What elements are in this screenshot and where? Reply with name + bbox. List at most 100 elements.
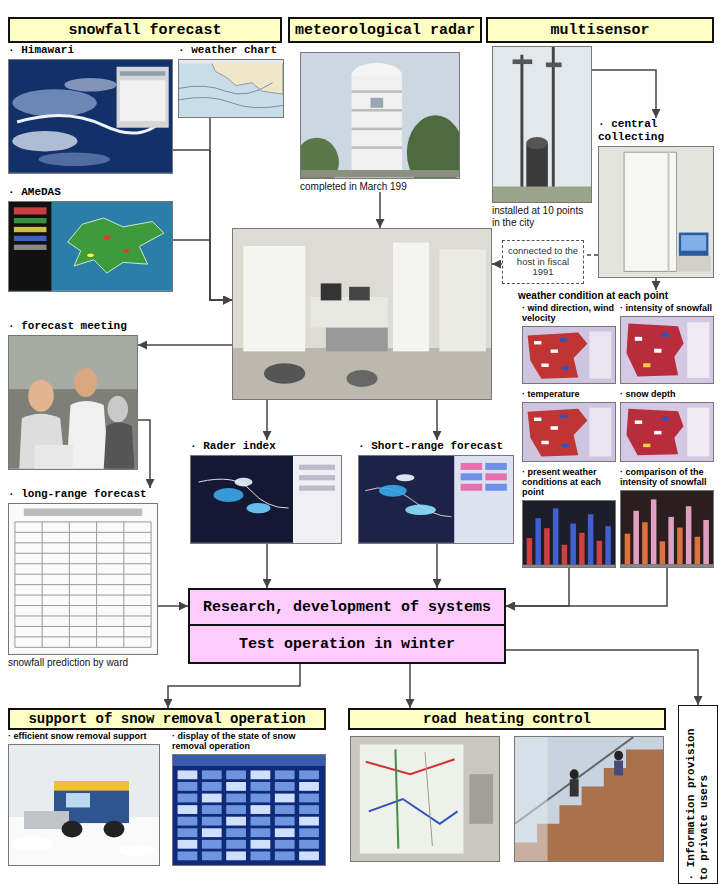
ellipse-shape: [64, 78, 116, 92]
rect-shape: [9, 504, 157, 653]
rect-shape: [677, 527, 683, 564]
rect-shape: [293, 456, 341, 543]
photo-caption: · long-range forecast: [8, 488, 158, 503]
box-label: · Information provision to private users: [685, 709, 711, 880]
rect-shape: [621, 403, 713, 461]
rect-shape: [66, 793, 90, 807]
connector: [436, 400, 438, 440]
rect-shape: [523, 327, 615, 383]
rect-shape: [660, 541, 666, 564]
rect-shape: [439, 249, 485, 351]
photo-illustration: [515, 737, 663, 861]
photo-illustration: [621, 491, 713, 567]
photo-caption: · AMeDAS: [8, 186, 173, 201]
path-shape: [15, 637, 151, 638]
rect-shape: [621, 564, 713, 567]
rect-shape: [202, 770, 222, 779]
photo: [232, 228, 492, 400]
photo-caption: · display of the state of snow removal o…: [172, 732, 326, 754]
connector: [492, 263, 502, 265]
connector: [409, 664, 411, 708]
rect-shape: [202, 817, 222, 826]
ellipse-shape: [12, 131, 77, 151]
rect-shape: [275, 805, 295, 814]
path-shape: [15, 647, 151, 648]
photo-panel: · wind direction, wind velocity: [522, 304, 616, 384]
header-label: multisensor: [550, 22, 649, 39]
rect-shape: [14, 236, 47, 241]
path-shape: [96, 522, 97, 647]
rect-shape: [351, 737, 499, 861]
rect-shape: [299, 828, 319, 837]
photo-panel: · efficient snow removal support: [8, 732, 160, 866]
rect-shape: [485, 474, 507, 481]
photo-illustration: [351, 737, 499, 861]
rect-shape: [493, 187, 591, 203]
section-header: multisensor: [486, 17, 714, 43]
rect-shape: [202, 805, 222, 814]
photo-caption: · Rader index: [190, 440, 342, 455]
rect-shape: [668, 517, 674, 564]
rect-shape: [226, 851, 246, 860]
ellipse-shape: [62, 821, 83, 838]
rect-shape: [54, 781, 129, 791]
path-shape: [123, 522, 124, 647]
rect-shape: [251, 840, 271, 849]
rect-shape: [352, 109, 403, 111]
photo: [620, 316, 714, 384]
rect-shape: [14, 208, 47, 215]
rect-shape: [233, 229, 491, 399]
rect-shape: [179, 60, 283, 117]
rect-shape: [9, 60, 172, 173]
rect-shape: [461, 484, 483, 491]
rect-shape: [520, 55, 523, 191]
rect-shape: [551, 426, 558, 429]
rect-shape: [251, 828, 271, 837]
connector: [506, 650, 698, 705]
photo-illustration: [523, 327, 615, 383]
rect-shape: [579, 533, 585, 565]
rect-shape: [687, 322, 709, 378]
photo-panel: completed in March 199: [300, 52, 460, 192]
path-shape: [210, 60, 283, 94]
rect-shape: [393, 243, 429, 352]
photo-caption: · efficient snow removal support: [8, 732, 160, 744]
rect-shape: [461, 463, 483, 470]
rect-shape: [621, 491, 713, 567]
rect-shape: [275, 851, 295, 860]
ellipse-shape: [614, 751, 623, 761]
photo-illustration: [191, 456, 341, 543]
photo-caption: · temperature: [522, 390, 616, 402]
photo-panel: · display of the state of snow removal o…: [172, 732, 326, 866]
connector: [168, 664, 300, 708]
ellipse-shape: [214, 488, 244, 502]
path-shape: [369, 799, 458, 824]
rect-shape: [553, 508, 559, 564]
path-shape: [15, 553, 151, 554]
photo: [190, 455, 342, 544]
photo-caption: · wind direction, wind velocity: [522, 304, 616, 326]
header-label: meteorological radar: [295, 22, 475, 39]
photo-panel: · snow depth: [620, 390, 714, 462]
rect-shape: [120, 71, 166, 76]
path-shape: [624, 153, 676, 272]
rect-shape: [588, 514, 594, 564]
rect-shape: [179, 60, 283, 63]
group-heading: weather condition at each point: [516, 290, 718, 302]
photo-caption: · forecast meeting: [8, 320, 138, 335]
rect-shape: [243, 246, 305, 351]
rect-shape: [515, 737, 548, 861]
rect-shape: [599, 147, 713, 277]
photo: [8, 744, 160, 866]
connector: [266, 544, 268, 588]
rect-shape: [562, 544, 568, 564]
rect-shape: [299, 486, 335, 491]
path-shape: [15, 574, 151, 575]
section-header: snowfall forecast: [8, 17, 282, 43]
rect-shape: [541, 363, 548, 366]
photo-panel: · Rader index: [190, 440, 342, 544]
rect-shape: [642, 522, 648, 564]
rect-shape: [633, 511, 639, 564]
rect-shape: [515, 737, 663, 861]
path-shape: [179, 83, 273, 94]
